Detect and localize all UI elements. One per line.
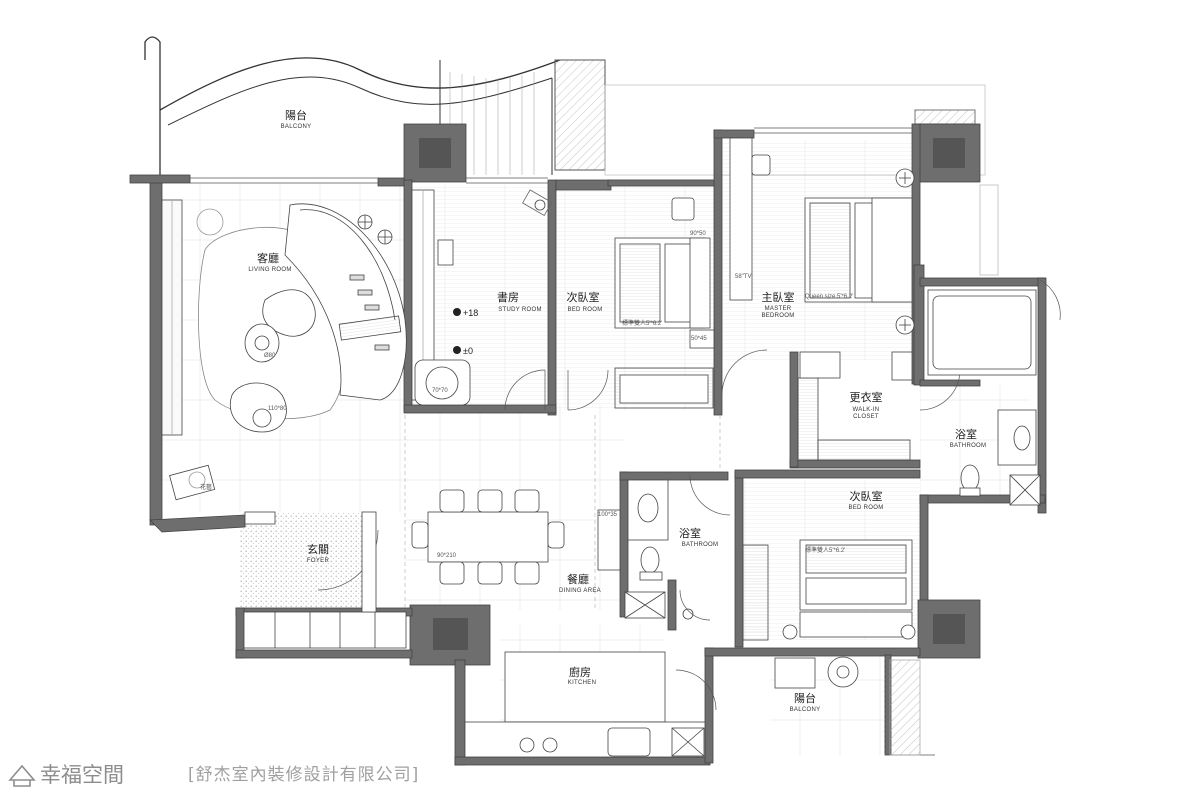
dining-area-label-en: DINING AREA bbox=[559, 588, 601, 594]
study-room-label-en: STUDY ROOM bbox=[498, 307, 542, 313]
balcony-top-label-en: BALCONY bbox=[281, 124, 312, 130]
column-cores bbox=[419, 138, 965, 650]
dining-furniture bbox=[411, 489, 621, 585]
bathroom-2-label: 浴室 bbox=[679, 526, 701, 540]
walk-in-closet-label-en: WALK-IN bbox=[853, 407, 880, 413]
lounge-chair-dim: 110*80 bbox=[268, 406, 287, 412]
balcony-bottom-fixtures bbox=[774, 656, 921, 756]
walls bbox=[129, 123, 1047, 766]
tv-dim: 58"TV bbox=[735, 274, 751, 280]
foyer-label: 玄關 bbox=[307, 542, 329, 556]
master-bed-dim: Queen size 5'*6.2' bbox=[805, 294, 853, 300]
study-furniture bbox=[411, 189, 553, 406]
watermark: 幸福空間 [舒杰室內裝修設計有限公司] bbox=[8, 763, 419, 787]
level-marker-icon bbox=[453, 346, 461, 354]
coffee-table-dim: Ø80 bbox=[264, 353, 276, 359]
armchair-dim: 70*70 bbox=[432, 388, 448, 394]
master-bedroom-label: 主臥室 bbox=[762, 290, 795, 304]
living-room-label: 客廳 bbox=[257, 251, 279, 265]
desk-dim: 90*50 bbox=[690, 231, 706, 237]
sideboard-dim: 100*35 bbox=[598, 512, 618, 518]
doors bbox=[317, 279, 1061, 711]
master-bedroom-label-en: MASTER bbox=[765, 306, 792, 312]
bed-room-2-label: 次臥室 bbox=[567, 290, 600, 304]
kitchen-label-en: KITCHEN bbox=[568, 680, 596, 686]
balcony-bottom-label-en: BALCONY bbox=[790, 707, 821, 713]
walk-in-closet-label: 更衣室 bbox=[850, 390, 883, 404]
balcony-top-label: 陽台 bbox=[285, 108, 307, 122]
bathroom-2-label-en: BATHROOM bbox=[682, 542, 719, 548]
bed-room-2-label-en: BED ROOM bbox=[567, 307, 602, 313]
kitchen-label: 廚房 bbox=[569, 665, 591, 679]
master-bath-fixtures bbox=[927, 289, 1041, 506]
master-bathroom-label-en: BATHROOM bbox=[950, 443, 987, 449]
brand-watermark: 幸福空間 bbox=[40, 763, 124, 787]
dining-area-label: 餐廳 bbox=[567, 572, 589, 586]
kitchen-fixtures bbox=[464, 651, 706, 758]
foyer-furniture bbox=[243, 511, 407, 649]
house-logo-icon bbox=[8, 764, 36, 787]
bed2-dim: 標準雙人5'*6.2' bbox=[622, 319, 662, 327]
windows bbox=[190, 127, 999, 756]
living-furniture bbox=[161, 199, 407, 501]
living-room-label-en: LIVING ROOM bbox=[248, 267, 291, 273]
study-room-label: 書房 bbox=[497, 290, 519, 304]
nightstand-dim: 50*45 bbox=[691, 336, 707, 342]
plant-label: 花藝 bbox=[200, 483, 212, 491]
guide-lines bbox=[404, 415, 721, 610]
room-labels: 陽台 BALCONY 客廳 LIVING ROOM 書房 STUDY ROOM … bbox=[248, 108, 986, 713]
walk-in-closet-label-en-2: CLOSET bbox=[853, 414, 879, 420]
level-marker-icon bbox=[453, 308, 461, 316]
bed2-furniture bbox=[614, 197, 715, 409]
bed-room-3-label-en: BED ROOM bbox=[848, 505, 883, 511]
dining-table-dim: 90*210 bbox=[437, 553, 457, 559]
master-bedroom-label-en-2: BEDROOM bbox=[761, 313, 794, 319]
bed3-furniture bbox=[742, 539, 916, 641]
balcony-bottom-label: 陽台 bbox=[794, 691, 816, 705]
master-furniture bbox=[729, 137, 915, 381]
foyer-label-en: FOYER bbox=[307, 558, 330, 564]
bed-room-3-label: 次臥室 bbox=[850, 489, 883, 503]
bath2-fixtures bbox=[624, 479, 694, 620]
study-level-label: +18 bbox=[463, 308, 478, 318]
company-watermark: [舒杰室內裝修設計有限公司] bbox=[188, 765, 419, 785]
level-markers: +18 ±0 bbox=[453, 308, 478, 356]
dimension-labels: Ø80 110*80 70*70 90*50 58"TV 標準雙人5'*6.2'… bbox=[200, 231, 853, 559]
closet-furniture bbox=[797, 351, 911, 461]
master-bathroom-label: 浴室 bbox=[955, 427, 977, 441]
bed3-dim: 標準雙人5'*6.2' bbox=[805, 546, 845, 554]
balcony-top bbox=[144, 36, 986, 180]
study-level-label-2: ±0 bbox=[463, 346, 473, 356]
